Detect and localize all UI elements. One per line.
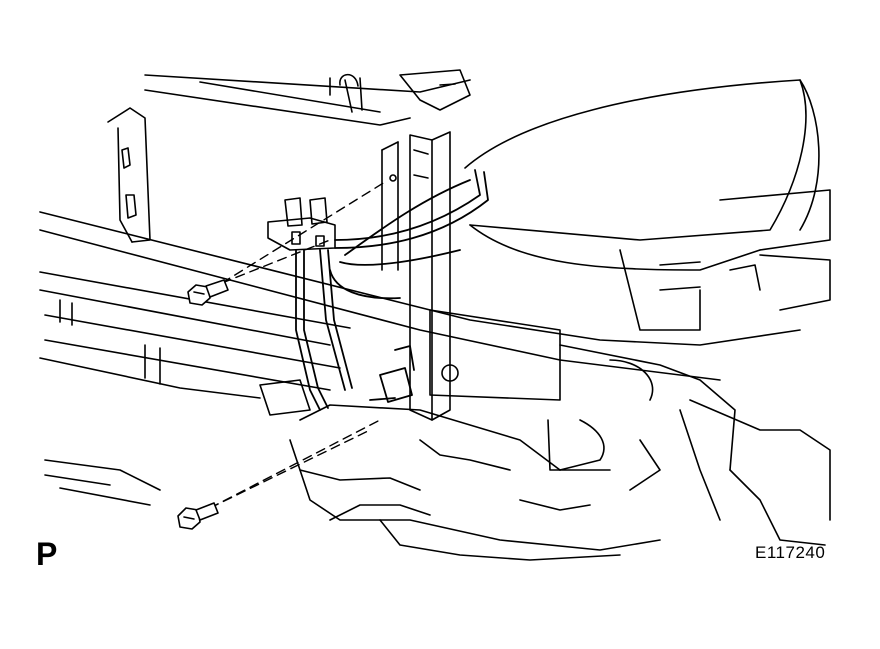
view-code-label: P: [36, 536, 58, 572]
figure-id-label: E117240: [755, 543, 826, 562]
right-lower-frame: [547, 344, 831, 546]
lower-bolt: [177, 502, 219, 530]
lower-splash-shield: [289, 404, 661, 561]
headlamp-housing: [464, 79, 831, 331]
lower-left-frame: [44, 459, 161, 506]
bumper-reinforcement: [39, 211, 801, 416]
left-upper-bracket: [107, 107, 151, 243]
brake-lines: [295, 169, 489, 411]
radiator-support: [144, 69, 471, 421]
installation-guide-lines: [209, 181, 386, 509]
upper-bolt: [187, 279, 229, 306]
